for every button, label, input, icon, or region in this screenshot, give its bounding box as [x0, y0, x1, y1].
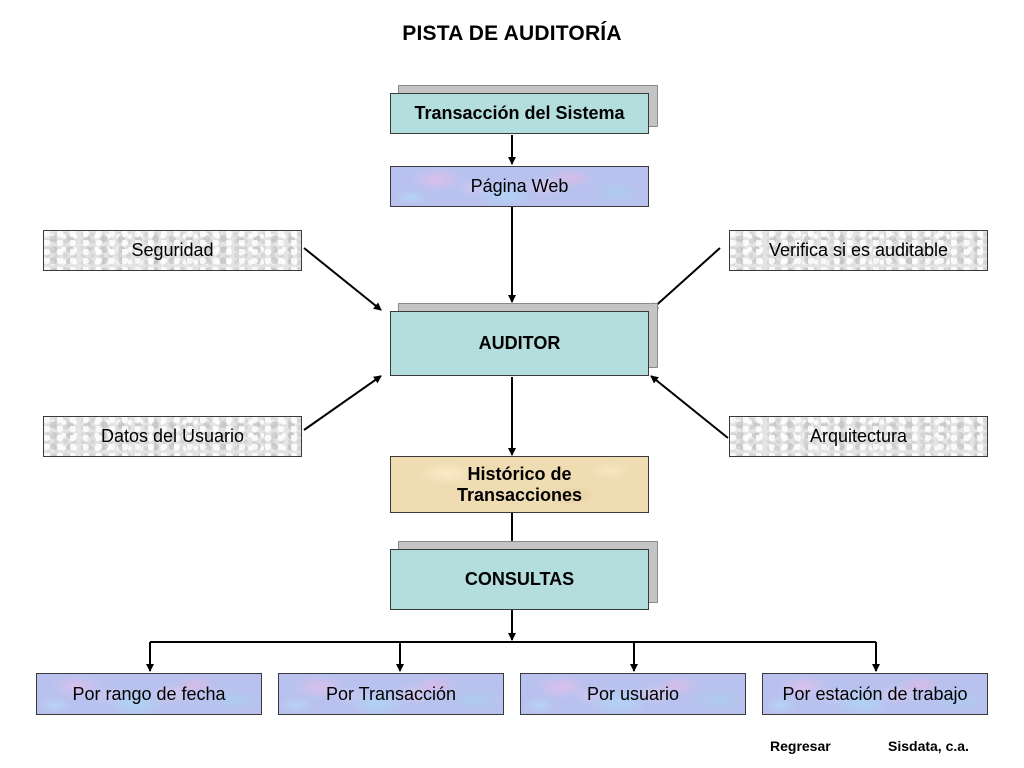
transaccion-del-sistema-label: Transacción del Sistema [414, 103, 625, 123]
auditor-label: AUDITOR [478, 333, 561, 353]
auditor-box: AUDITOR [390, 311, 649, 376]
page-title: PISTA DE AUDITORÍA [402, 22, 622, 45]
consultas-box: CONSULTAS [390, 549, 649, 610]
consultas-label: CONSULTAS [464, 569, 575, 589]
seguridad-label: Seguridad [131, 240, 214, 260]
arrow-seguridad-to-auditor [303, 247, 382, 311]
por-estacion-trabajo-box: Por estación de trabajo [762, 673, 988, 715]
transaccion-del-sistema-box: Transacción del Sistema [390, 93, 649, 134]
historico-transacciones-box: Histórico de Transacciones [390, 456, 649, 513]
seguridad-box: Seguridad [43, 230, 302, 271]
verifica-auditable-label: Verifica si es auditable [768, 240, 949, 260]
arrow-arquitectura-to-auditor [650, 375, 729, 439]
arquitectura-box: Arquitectura [729, 416, 988, 457]
por-transaccion-label: Por Transacción [325, 683, 457, 704]
company-name: Sisdata, c.a. [888, 738, 969, 754]
regresar-link[interactable]: Regresar [770, 738, 831, 754]
pagina-web-box: Página Web [390, 166, 649, 207]
pagina-web-label: Página Web [470, 176, 569, 196]
por-usuario-label: Por usuario [586, 683, 680, 704]
arrow-verifica-to-auditor [650, 247, 721, 311]
por-transaccion-box: Por Transacción [278, 673, 504, 715]
por-estacion-trabajo-label: Por estación de trabajo [782, 683, 968, 704]
datos-usuario-box: Datos del Usuario [43, 416, 302, 457]
por-rango-fecha-label: Por rango de fecha [72, 683, 226, 704]
historico-label-line2: Transacciones [456, 484, 583, 505]
datos-usuario-label: Datos del Usuario [100, 426, 245, 446]
por-usuario-box: Por usuario [520, 673, 746, 715]
historico-label-line1: Histórico de [467, 463, 572, 484]
por-rango-fecha-box: Por rango de fecha [36, 673, 262, 715]
arquitectura-label: Arquitectura [809, 426, 908, 446]
verifica-auditable-box: Verifica si es auditable [729, 230, 988, 271]
arrow-datos-to-auditor [303, 375, 382, 431]
